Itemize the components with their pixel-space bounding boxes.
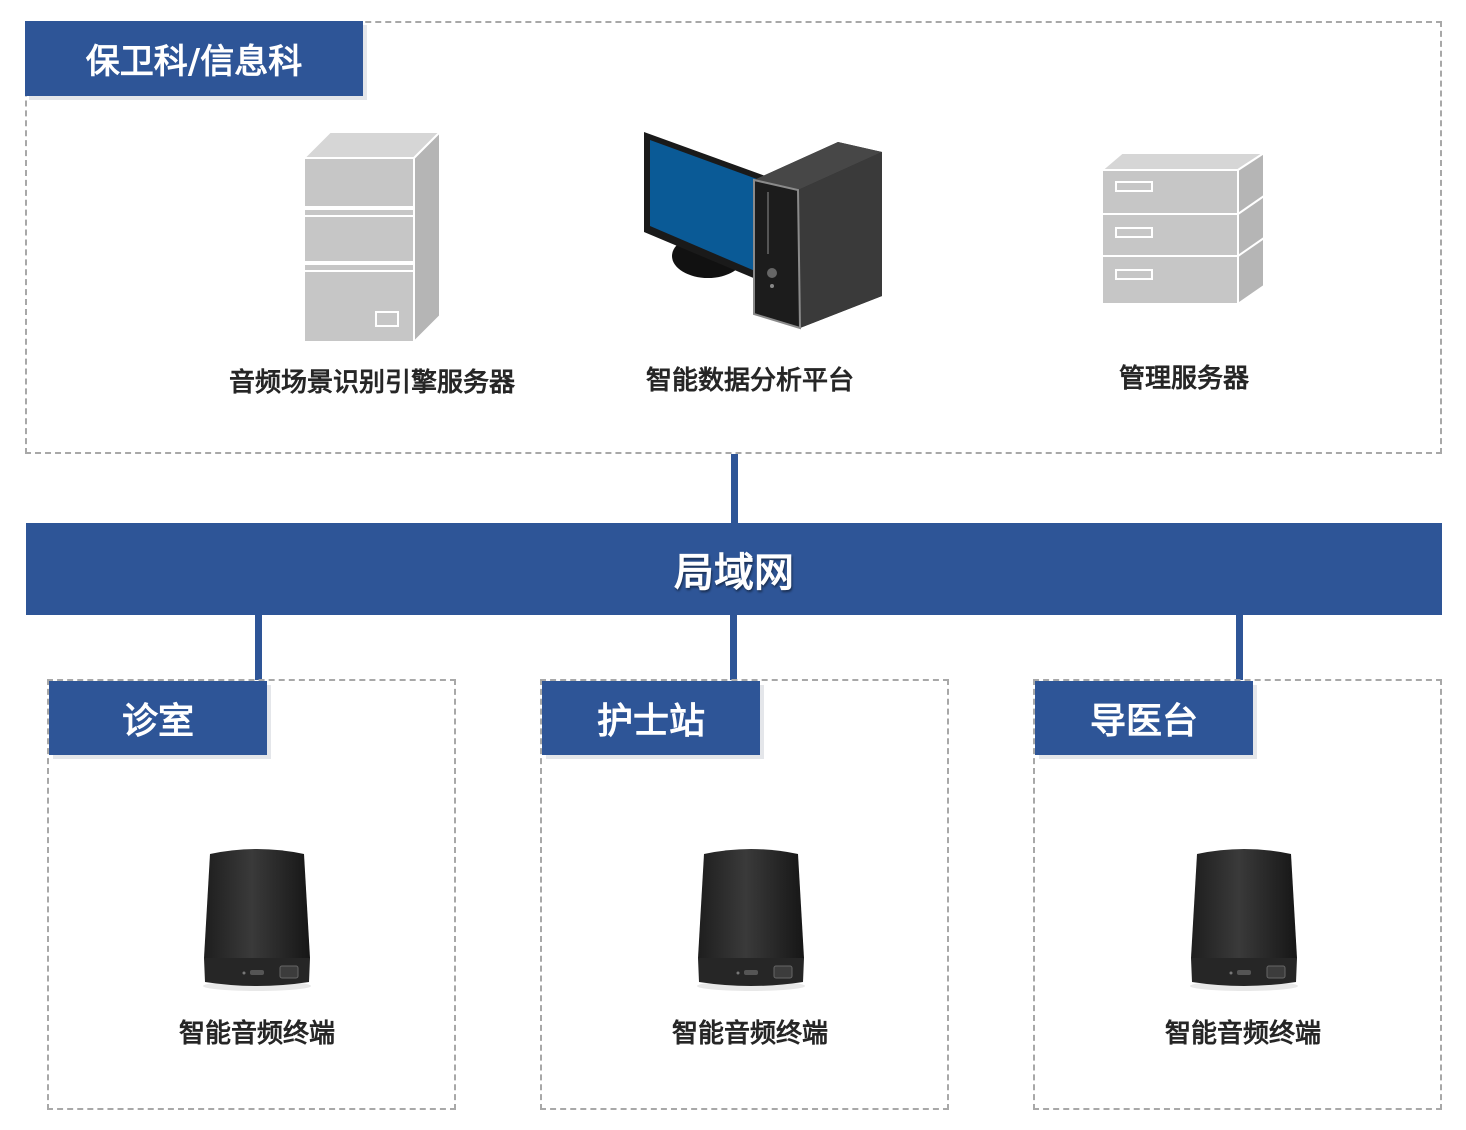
management-server-label: 管理服务器: [1118, 364, 1249, 394]
nurse-station-group: [540, 679, 949, 1110]
guide-desk-device-label: 智能音频终端: [1164, 1019, 1321, 1049]
top-connector-line: [731, 454, 738, 524]
analytics-platform-label: 智能数据分析平台: [645, 366, 854, 396]
clinic-group: [47, 679, 456, 1110]
clinic-title: 诊室: [49, 681, 267, 755]
lan-bar: 局域网: [26, 523, 1442, 615]
clinic-device-label: 智能音频终端: [178, 1019, 335, 1049]
desktop-computer-icon: [644, 132, 882, 330]
tower-server-label: 音频场景识别引擎服务器: [228, 368, 515, 398]
tower-server-icon: [301, 129, 443, 345]
guide-desk-title: 导医台: [1035, 681, 1253, 755]
nurse-station-title: 护士站: [542, 681, 760, 755]
smart-speaker-icon: [697, 849, 805, 991]
guide-desk-group: [1033, 679, 1442, 1110]
guide-desk-connector-line: [1236, 614, 1243, 680]
security-info-dept-group: [25, 21, 1442, 454]
clinic-connector-line: [255, 614, 262, 680]
nurse-station-device-label: 智能音频终端: [671, 1019, 828, 1049]
drawer-server-icon: [1099, 151, 1268, 306]
security-info-dept-title: 保卫科/信息科: [25, 21, 363, 96]
smart-speaker-icon: [203, 849, 311, 991]
nurse-station-connector-line: [730, 614, 737, 680]
smart-speaker-icon: [1190, 849, 1298, 991]
